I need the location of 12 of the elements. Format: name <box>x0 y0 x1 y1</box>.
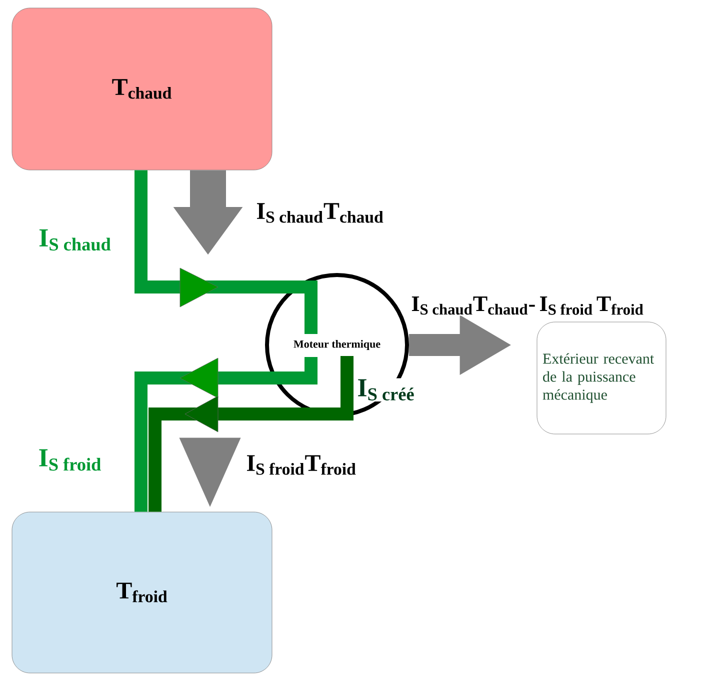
exterior-box: Extérieur recevant de la puissance mécanique <box>536 322 666 434</box>
edge-label: $\text{I}_{\text{S chaud}}$ <box>38 228 112 252</box>
reservoir-box: $\text{T}_{\text{chaud}}$ <box>12 8 272 170</box>
reservoir-box: $\text{T}_{\text{froid}}$ <box>12 512 272 674</box>
edge-label: $\text{I}_{\text{S chaud}}\text{T}_{\text{chaud}}$ <box>255 202 385 224</box>
edge-label: $\text{I}_{\text{S chaud}}\text{T}_{\text{chaud}}\text{-\,I}_{\text{S froid}}\,\text{T}_{\text{froid}}$ <box>410 296 645 316</box>
edge-label: $\text{I}_{\text{S froid}}\text{T}_{\text{froid}}$ <box>245 454 358 476</box>
entropy-flow-arrow <box>134 357 318 512</box>
edge-label: $\text{I}_{\text{S créé}}$ <box>356 378 416 402</box>
edge-label: $\text{I}_{\text{S froid}}$ <box>37 448 103 472</box>
entropy-flow-arrow <box>134 170 318 334</box>
entropy-flow-arrow <box>148 356 354 512</box>
